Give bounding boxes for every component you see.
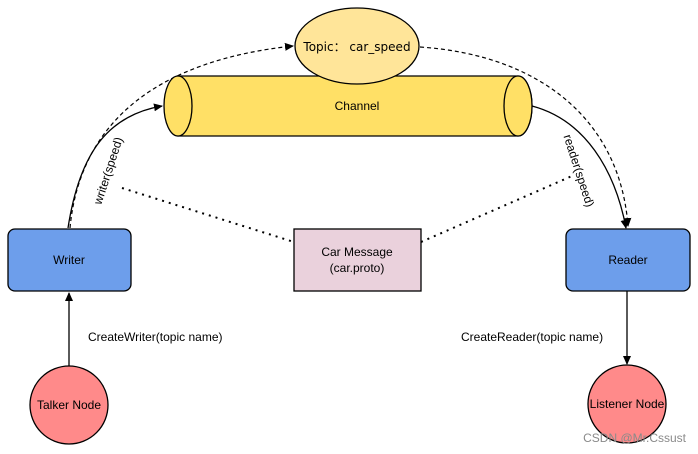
topic-label: Topic： car_speed	[302, 40, 410, 54]
create-writer-label: CreateWriter(topic name)	[88, 330, 222, 344]
topic-to-reader-dashed-edge	[419, 46, 632, 227]
message-label-line2: (car.proto)	[330, 261, 385, 275]
listener-node: Listener Node	[587, 364, 667, 444]
channel-label: Channel	[335, 99, 380, 113]
writer-message-dotted-link	[121, 187, 295, 243]
channel-cylinder: Channel	[163, 75, 533, 137]
writer-box: Writer	[7, 228, 132, 292]
talker-label: Talker Node	[37, 398, 101, 412]
reader-label: Reader	[608, 253, 647, 267]
reader-speed-label: reader(speed)	[561, 133, 598, 209]
topic-ellipse: Topic： car_speed	[294, 7, 420, 85]
reader-box: Reader	[565, 228, 691, 292]
listener-label: Listener Node	[590, 397, 665, 411]
message-label-line1: Car Message	[321, 245, 393, 259]
writer-to-channel-edge	[67, 103, 163, 229]
watermark-text: CSDN @Mr.Cssust	[583, 431, 687, 445]
writer-label: Writer	[53, 253, 85, 267]
create-reader-label: CreateReader(topic name)	[461, 330, 603, 344]
car-message-box: Car Message (car.proto)	[293, 228, 422, 292]
talker-node: Talker Node	[29, 365, 109, 445]
reader-message-dotted-link	[420, 175, 573, 243]
channel-to-reader-edge	[531, 105, 629, 229]
